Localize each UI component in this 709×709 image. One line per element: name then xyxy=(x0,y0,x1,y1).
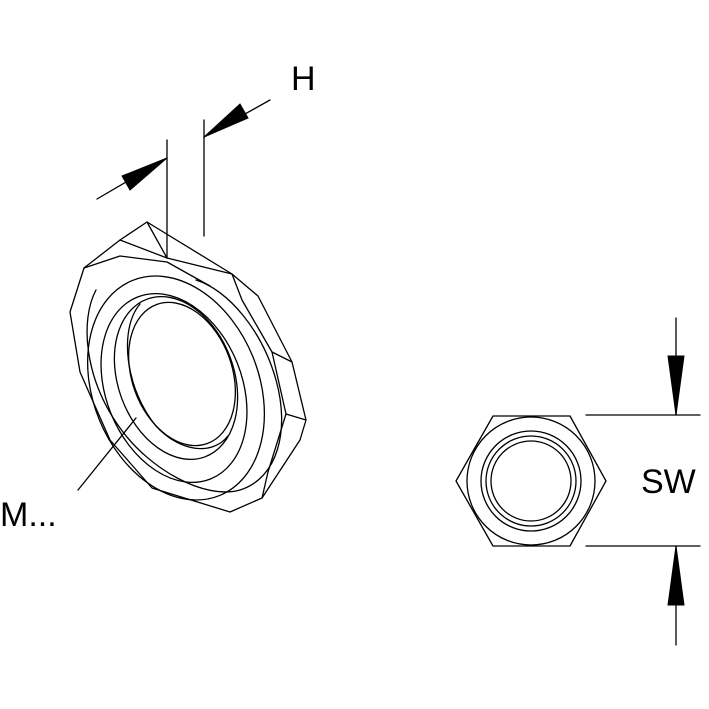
front-hex xyxy=(455,415,607,547)
sw-arrow-top xyxy=(667,355,685,416)
nut-chamfer-ring xyxy=(86,279,283,493)
h-arrow-left xyxy=(121,157,168,191)
dimension-h xyxy=(96,99,271,259)
nut-bore-inner xyxy=(127,301,237,447)
h-arrow-right xyxy=(203,103,249,138)
front-chamfer-circle xyxy=(466,416,596,546)
nut-bore-outer xyxy=(113,295,239,461)
front-collar-circle xyxy=(480,430,582,532)
thread-label: M... xyxy=(0,496,57,534)
nut-thread-edge xyxy=(126,303,229,450)
sw-arrow-bottom xyxy=(667,545,685,606)
isometric-nut xyxy=(69,221,307,513)
front-bore-outer xyxy=(485,435,577,527)
m-leader-line xyxy=(77,417,137,491)
front-view-nut xyxy=(455,415,607,547)
nut-outer-hex xyxy=(69,221,307,513)
nut-collar-inner xyxy=(100,292,248,484)
nut-top-face xyxy=(83,221,307,499)
wrench-size-label: SW xyxy=(641,463,696,501)
dimension-sw xyxy=(585,317,701,646)
front-bore-inner xyxy=(490,440,572,522)
nut-collar-outer xyxy=(86,275,266,501)
height-label: H xyxy=(291,60,316,98)
